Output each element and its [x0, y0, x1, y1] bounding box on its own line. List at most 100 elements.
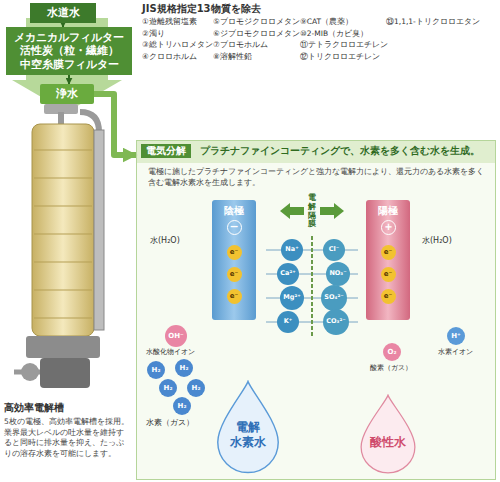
section-description: 電極に施したプラチナファインコーティングと強力な電解力により、還元力のある水素を… [148, 167, 484, 189]
electrolyzer-illustration [94, 130, 104, 330]
hydrogen-molecule: H₂ [159, 379, 177, 397]
part-heading: 高効率電解槽 [4, 402, 64, 414]
electron: e⁻ [227, 245, 242, 260]
purified-water-box: 浄水 [40, 84, 94, 104]
hydrogen-molecule-text: H₂ [192, 384, 201, 392]
list-item: ⑨CAT（農薬） [300, 17, 353, 26]
hydrogen-molecule-text: H₂ [164, 384, 173, 392]
section-tab: 電気分解 [141, 144, 191, 158]
electrolyzer-illustration [34, 318, 92, 319]
hydrogen-ion: H⁺ [447, 327, 465, 345]
hydrogen-molecule: H₂ [147, 361, 165, 379]
hydroxide-ion-text: OH⁻ [168, 332, 184, 340]
electrolyzer-illustration [34, 206, 92, 207]
list-heading: JIS規格指定13物質を除去 [142, 3, 261, 15]
cation-text: Na⁺ [285, 246, 298, 254]
oxygen-molecule-text: O₂ [387, 348, 396, 356]
list-item: ⑬1,1,1-トリクロロエタン [386, 17, 480, 26]
electrolyzer-illustration [14, 104, 104, 388]
anion: SO₄²⁻ [321, 285, 347, 311]
drop-shape [361, 395, 415, 473]
electron: e⁻ [381, 267, 396, 282]
anion-text: Cl⁻ [329, 246, 339, 254]
gas-caption: 酸素（ガス） [370, 364, 412, 372]
electrolyzer-illustration [34, 150, 92, 318]
list-item: ④クロロホルム [142, 52, 197, 61]
polarity-symbol: − [227, 220, 242, 235]
anion-text: NO₃⁻ [329, 270, 346, 278]
electron-text: e⁻ [384, 292, 392, 300]
cation: Ca²⁺ [277, 263, 299, 285]
flow-arrow [94, 94, 136, 155]
polarity-symbol: ＋ [381, 220, 396, 235]
list-item: ②濁り [142, 29, 165, 38]
electrolyzer-illustration [32, 124, 94, 336]
anion: Cl⁻ [323, 239, 345, 261]
oxygen-molecule: O₂ [383, 343, 401, 361]
filter-box: メカニカルフィルター 活性炭（粒・繊維） 中空糸膜フィルター [6, 27, 132, 75]
cation-text: K⁺ [284, 318, 292, 326]
ion-caption: 水酸化物イオン [146, 348, 195, 356]
list-item: ⑧溶解性鉛 [213, 52, 252, 61]
drop-label: 電解 水素水 [228, 420, 268, 450]
hydrogen-molecule-text: H₂ [180, 364, 189, 372]
electrolyzer-illustration [34, 150, 92, 151]
list-item: ③総トリハロメタン [142, 40, 213, 49]
electron-text: e⁻ [230, 270, 238, 278]
electron: e⁻ [227, 289, 242, 304]
electrolyzer-illustration [26, 336, 100, 358]
cation: Na⁺ [281, 239, 303, 261]
electrolyzer-illustration [34, 178, 92, 179]
electron-text: e⁻ [384, 270, 392, 278]
list-item: ⑫トリクロロエチレン [300, 52, 380, 61]
electron-text: e⁻ [230, 292, 238, 300]
anion-text: CO₃²⁻ [326, 318, 345, 326]
electron-text: e⁻ [384, 248, 392, 256]
membrane [311, 236, 313, 338]
source-box: 水道水 [30, 3, 96, 23]
cathode: 陰極−e⁻e⁻e⁻ [212, 200, 256, 320]
electrolyzer-illustration [40, 358, 90, 388]
acidic-water-drop: 酸性水 [356, 394, 420, 474]
flow-arrow [68, 75, 70, 84]
anion: NO₃⁻ [326, 262, 350, 286]
box-label: 水道水 [47, 6, 80, 19]
cation: Mg²⁺ [280, 286, 304, 310]
anion-text: SO₄²⁻ [324, 294, 343, 302]
hydrogen-molecule: H₂ [187, 379, 205, 397]
membrane-arrows [320, 203, 344, 219]
cation-text: Mg²⁺ [283, 294, 300, 302]
water-label: 水(H₂O) [150, 236, 180, 246]
panel-ground [136, 140, 496, 480]
part-description: 5枚の電極、高効率電解槽を採用。業界最大レベルの吐水量を維持すると同時に排水量を… [4, 417, 130, 459]
drop-outline [356, 394, 420, 474]
cation: K⁺ [277, 311, 299, 333]
hydrogen-molecule-text: H₂ [178, 402, 187, 410]
hydrogen-water-drop: 電解 水素水 [212, 380, 284, 474]
box-label: メカニカルフィルター 活性炭（粒・繊維） 中空糸膜フィルター [10, 31, 128, 72]
list-item: ⑪テトラクロロエチレン [300, 40, 388, 49]
list-item: ⑦ブロモホルム [213, 40, 268, 49]
anion: CO₃²⁻ [323, 309, 349, 335]
hydrogen-ion-text: H⁺ [451, 332, 461, 340]
drop-shape [218, 381, 278, 472]
water-label: 水(H₂O) [422, 236, 452, 246]
hydroxide-ion: OH⁻ [165, 325, 187, 347]
cation-text: Ca²⁺ [280, 270, 295, 278]
list-item: ①遊離残留塩素 [142, 17, 197, 26]
anode: 陽極＋e⁻e⁻e⁻ [366, 200, 410, 320]
list-item: ⑥ジブロモクロロメタン [213, 29, 300, 38]
electrolyzer-illustration [34, 290, 92, 291]
ion-caption: 水素イオン [438, 348, 473, 356]
electrolyzer-illustration [34, 262, 92, 263]
electron: e⁻ [381, 245, 396, 260]
electrolyzer-illustration [34, 234, 92, 235]
section-heading: プラチナファインコーティングで、水素を多く含む水を生成。 [200, 145, 480, 156]
gas-caption: 水素（ガス） [146, 418, 194, 428]
box-label: 浄水 [56, 87, 78, 100]
hydrogen-molecule: H₂ [175, 359, 193, 377]
panel-ground [136, 140, 496, 480]
electron: e⁻ [227, 267, 242, 282]
list-item: ⑩2-MIB（カビ臭） [300, 29, 368, 38]
